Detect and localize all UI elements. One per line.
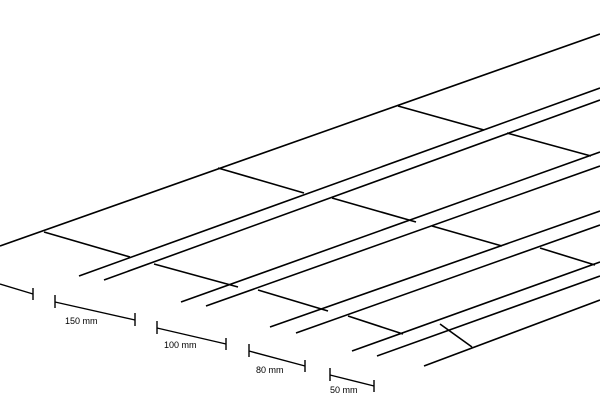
- dimension-80-label: 80 mm: [256, 365, 284, 375]
- board-top-edge: [0, 33, 600, 247]
- dimension-100-line: [156, 327, 227, 345]
- zone-150-divider-1: [43, 231, 131, 258]
- dimension-partial-line: [0, 283, 34, 295]
- strip-line-9: [423, 299, 600, 367]
- strip-line-5: [269, 210, 600, 328]
- zone-50-divider-2: [539, 247, 596, 266]
- zone-100-divider-3: [506, 132, 592, 157]
- strip-line-4: [205, 165, 600, 307]
- zone-150-divider-2: [217, 167, 305, 194]
- dimension-50-line: [329, 374, 375, 387]
- zone-100-divider-2: [331, 197, 417, 223]
- dimension-150-line: [54, 301, 136, 321]
- zone-100-divider-1: [153, 263, 239, 288]
- dimension-150-label: 150 mm: [65, 316, 98, 326]
- strip-line-6: [295, 224, 600, 334]
- zone-80-divider-2: [431, 225, 503, 247]
- dimension-80-line: [248, 350, 306, 367]
- strip-line-7: [351, 261, 600, 352]
- strip-line-1: [78, 87, 600, 277]
- dimension-150: 150 mm: [54, 295, 136, 326]
- zone-150-divider-3: [397, 105, 485, 131]
- zone-5-divider-1: [439, 323, 473, 348]
- dimension-50: 50 mm: [329, 368, 375, 395]
- strip-line-8: [376, 275, 600, 357]
- strip-line-2: [103, 99, 600, 281]
- dimension-80: 80 mm: [248, 344, 306, 375]
- strip-line-3: [180, 151, 600, 303]
- zone-80-divider-1: [257, 289, 329, 312]
- dimension-100: 100 mm: [156, 321, 227, 350]
- dimension-100-label: 100 mm: [164, 340, 197, 350]
- dimension-50-label: 50 mm: [330, 385, 358, 395]
- zone-50-divider-1: [347, 315, 404, 335]
